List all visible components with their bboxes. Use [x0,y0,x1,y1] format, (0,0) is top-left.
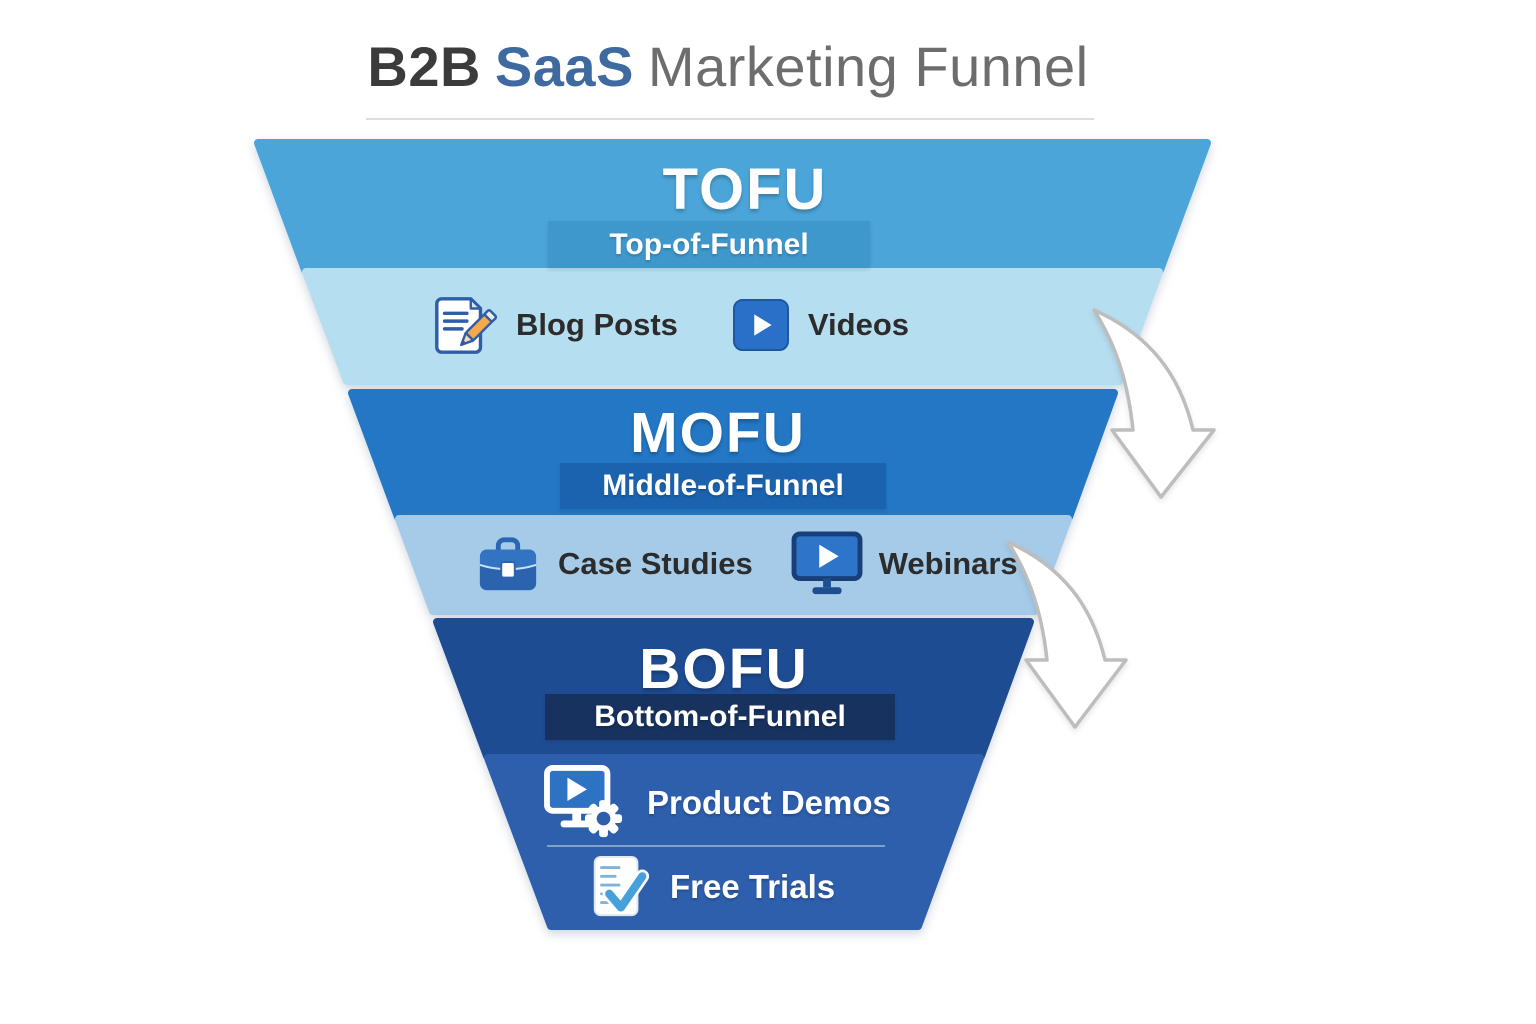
list-item-videos: Videos [732,298,909,352]
item-label: Videos [807,307,909,342]
tofu-label-box: Top-of-Funnel [548,221,870,268]
list-item-webinars: Webinars [791,531,1018,597]
item-label: Blog Posts [516,307,678,342]
bofu-items-divider [547,845,885,847]
bofu-items-row-2: Free Trials [586,852,835,922]
list-item-case-studies: Case Studies [474,533,753,595]
title-underline [366,118,1094,120]
item-label: Free Trials [670,868,836,905]
title-part-b2b: B2B [367,35,481,98]
item-label: Case Studies [558,546,753,581]
blog-post-icon [430,292,498,358]
title-part-rest: Marketing Funnel [647,35,1089,98]
mofu-items-row: Case Studies Webinars [474,528,1018,600]
briefcase-icon [474,533,542,595]
tofu-acronym: TOFU [662,157,828,222]
list-item-free-trials: Free Trials [586,853,835,921]
demo-monitor-gear-icon [543,764,627,842]
bofu-label-box: Bottom-of-Funnel [545,694,895,740]
list-item-blog-posts: Blog Posts [430,292,678,358]
tofu-items-row: Blog Posts Videos [430,288,909,362]
tofu-band [254,139,1211,385]
flow-arrow-mofu-bofu-icon [1006,540,1128,729]
item-label: Product Demos [647,784,891,821]
bofu-acronym: BOFU [639,637,809,701]
video-play-icon [732,298,790,352]
title-part-saas: SaaS [494,35,634,98]
webinar-monitor-icon [791,531,863,597]
checklist-check-icon [586,853,652,921]
mofu-acronym: MOFU [630,401,806,465]
bofu-items-row-1: Product Demos [543,763,891,843]
mofu-label-box: Middle-of-Funnel [560,463,886,509]
item-label: Webinars [878,546,1018,581]
mofu-band [348,389,1118,615]
flow-arrow-tofu-mofu-icon [1092,308,1216,499]
list-item-product-demos: Product Demos [543,764,891,842]
